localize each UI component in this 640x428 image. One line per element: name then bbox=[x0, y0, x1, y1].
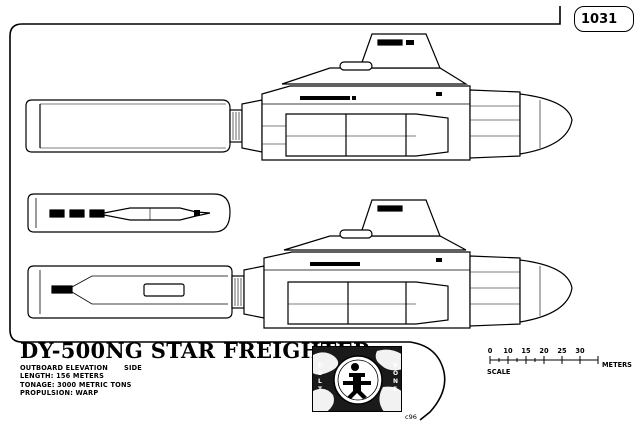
bridge-tower bbox=[359, 33, 441, 69]
svg-text:D: D bbox=[318, 362, 323, 369]
scale-tick-20: 20 bbox=[539, 347, 549, 355]
ship-side-elevation bbox=[25, 33, 573, 161]
ship-specs: OUTBOARD ELEVATION SIDE LENGTH: 156 METER… bbox=[20, 364, 158, 398]
scale-tick-30: 30 bbox=[575, 347, 585, 355]
tank-cutaway bbox=[27, 193, 231, 233]
scale-tick-15: 15 bbox=[521, 347, 531, 355]
svg-text:L: L bbox=[318, 378, 322, 385]
svg-text:E: E bbox=[318, 370, 322, 377]
scale-tick-0: 0 bbox=[487, 347, 493, 355]
ship-cutaway-elevation bbox=[27, 199, 573, 329]
cargo-pod bbox=[285, 113, 449, 157]
svg-text:O: O bbox=[393, 370, 398, 377]
scale-label: SCALE bbox=[487, 368, 511, 376]
view-line: OUTBOARD ELEVATION SIDE bbox=[20, 364, 158, 372]
engine-pylon bbox=[241, 99, 263, 153]
scale-tick-25: 25 bbox=[557, 347, 567, 355]
svg-text:N: N bbox=[393, 378, 398, 385]
view-side: SIDE bbox=[124, 364, 142, 372]
rear-tank bbox=[25, 99, 231, 153]
view-label: OUTBOARD ELEVATION bbox=[20, 364, 108, 372]
scale-tick-10: 10 bbox=[503, 347, 513, 355]
svg-text:E: E bbox=[393, 386, 397, 393]
page-number-tag: 1031 bbox=[574, 6, 634, 32]
artist-signature: c96 bbox=[405, 413, 417, 421]
svg-text:V: V bbox=[393, 362, 398, 369]
scale-bar bbox=[489, 356, 599, 364]
svg-text:T: T bbox=[318, 386, 323, 393]
scale-unit: METERS bbox=[602, 361, 632, 369]
length-spec: LENGTH: 156 METERS bbox=[20, 372, 105, 381]
rear-tank-cutaway bbox=[27, 265, 233, 319]
tonnage-spec: TONAGE: 3000 METRIC TONS bbox=[20, 380, 132, 389]
sheet-frame bbox=[9, 6, 561, 421]
propulsion-spec: PROPULSION: WARP bbox=[20, 389, 99, 398]
nose-cone bbox=[519, 93, 573, 155]
